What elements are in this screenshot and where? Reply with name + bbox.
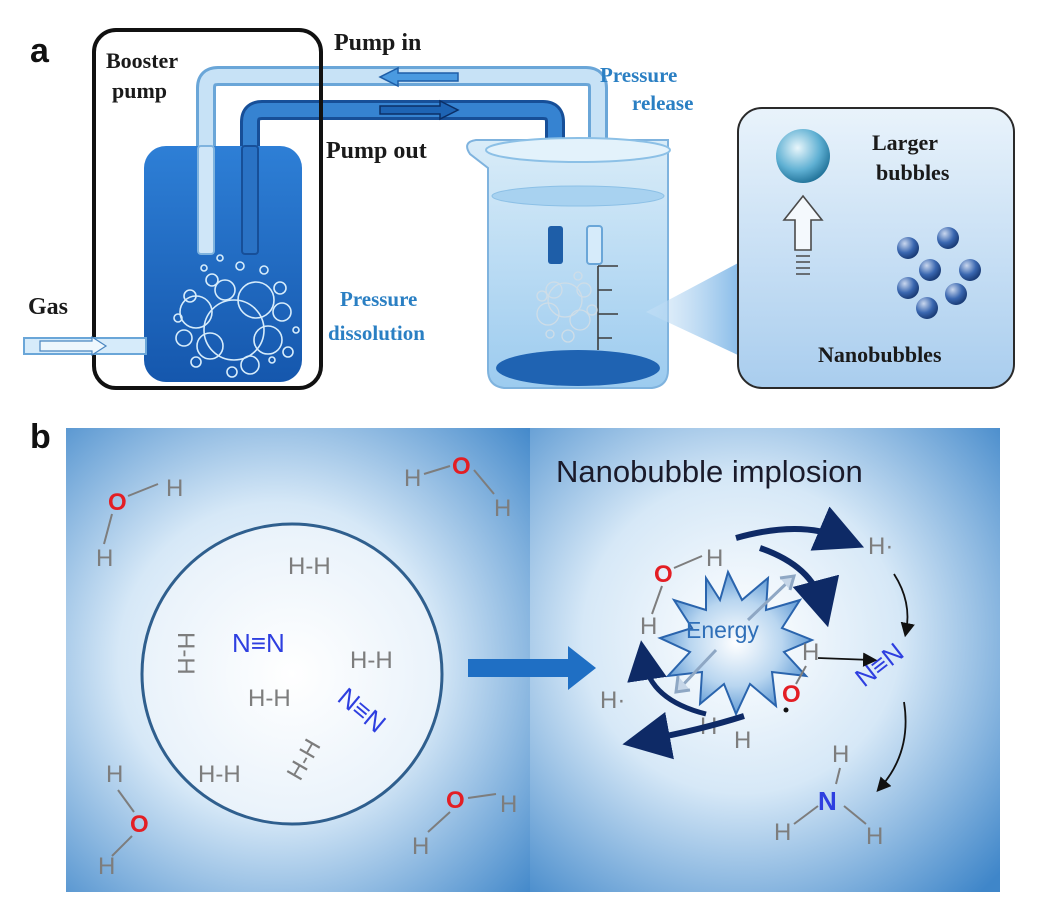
energy-label: Energy bbox=[686, 617, 759, 643]
hh-molecule: H-H bbox=[288, 553, 331, 580]
svg-text:H: H bbox=[98, 853, 115, 880]
panel-b: b Nanobubble implosion H-H H-H H-H H-H H… bbox=[30, 418, 1000, 892]
pump-out-arrow-icon bbox=[379, 99, 460, 121]
pressure-release-label-2: release bbox=[632, 91, 693, 115]
svg-text:O: O bbox=[108, 489, 127, 516]
pump-in-arrow-icon bbox=[378, 66, 459, 88]
svg-text:H: H bbox=[802, 639, 819, 666]
zoom-cone bbox=[646, 262, 740, 356]
panel-b-letter: b bbox=[30, 418, 51, 456]
transition-arrow-icon bbox=[468, 646, 596, 690]
h-atom: H bbox=[734, 727, 751, 754]
svg-text:H: H bbox=[106, 761, 123, 788]
nanobubble-circle bbox=[140, 522, 444, 826]
panel-a: a bbox=[23, 28, 1015, 390]
water-molecule: O H H bbox=[412, 787, 517, 860]
reaction-arrows bbox=[622, 506, 865, 760]
svg-text:O: O bbox=[130, 811, 149, 838]
booster-label-1: Booster bbox=[106, 48, 178, 73]
booster-label-2: pump bbox=[112, 78, 167, 103]
beaker bbox=[466, 137, 671, 389]
svg-text:H: H bbox=[866, 823, 883, 850]
rise-arrow-icon bbox=[782, 194, 824, 275]
svg-text:H: H bbox=[706, 545, 723, 572]
booster-pump-frame bbox=[92, 28, 323, 390]
svg-text:H: H bbox=[500, 791, 517, 818]
water-molecule: O H H bbox=[96, 475, 183, 572]
svg-text:H: H bbox=[640, 613, 657, 640]
larger-bubbles-label-1: Larger bbox=[872, 130, 938, 155]
pressure-dissolution-label-1: Pressure bbox=[340, 287, 417, 311]
h-radical: H· bbox=[868, 533, 893, 560]
svg-text:H: H bbox=[832, 741, 849, 768]
pump-in-label: Pump in bbox=[334, 30, 421, 56]
nanobubble-implosion-title: Nanobubble implosion bbox=[556, 454, 863, 489]
hh-molecule: H-H bbox=[198, 761, 241, 788]
hh-molecule: H-H bbox=[350, 647, 393, 674]
tank-outlet-tube bbox=[241, 145, 259, 255]
larger-bubbles-label-2: bubbles bbox=[876, 160, 950, 185]
svg-text:H: H bbox=[96, 545, 113, 572]
svg-text:O: O bbox=[452, 453, 471, 480]
gas-inlet-pipe bbox=[23, 335, 147, 357]
svg-text:H: H bbox=[404, 465, 421, 492]
svg-text:N: N bbox=[818, 786, 837, 816]
panel-a-letter: a bbox=[30, 32, 50, 70]
svg-text:H: H bbox=[166, 475, 183, 502]
svg-text:O: O bbox=[654, 561, 673, 588]
hydroxyl-radical: H O bbox=[782, 639, 819, 713]
hydroxyl-fragment: O H H bbox=[640, 545, 723, 640]
h-radical: H· bbox=[600, 687, 625, 714]
pressure-release-label-1: Pressure bbox=[600, 63, 677, 87]
svg-text:H: H bbox=[494, 495, 511, 522]
larger-bubble-icon bbox=[776, 129, 830, 183]
svg-text:O: O bbox=[446, 787, 465, 814]
energy-ray-icon bbox=[674, 574, 797, 694]
gas-label: Gas bbox=[28, 294, 68, 320]
pressure-dissolution-label-2: dissolution bbox=[328, 321, 425, 345]
nanobubbles-cluster-icon bbox=[897, 227, 981, 319]
svg-text:O: O bbox=[782, 681, 801, 708]
n2-molecule: N≡N bbox=[232, 628, 285, 658]
hh-molecule: H-H bbox=[172, 632, 199, 675]
svg-text:H: H bbox=[774, 819, 791, 846]
pump-out-label: Pump out bbox=[326, 138, 427, 164]
svg-text:H: H bbox=[412, 833, 429, 860]
water-molecule: O H H bbox=[98, 761, 149, 880]
tank-inlet-tube bbox=[197, 145, 215, 255]
nanobubbles-label: Nanobubbles bbox=[818, 342, 942, 367]
ammonia-molecule: H N H H bbox=[774, 741, 883, 850]
water-molecule: O H H bbox=[404, 453, 511, 522]
hh-molecule: H-H bbox=[248, 685, 291, 712]
reaction-arrows-thin bbox=[817, 573, 915, 793]
tank-bubbles bbox=[173, 254, 300, 378]
